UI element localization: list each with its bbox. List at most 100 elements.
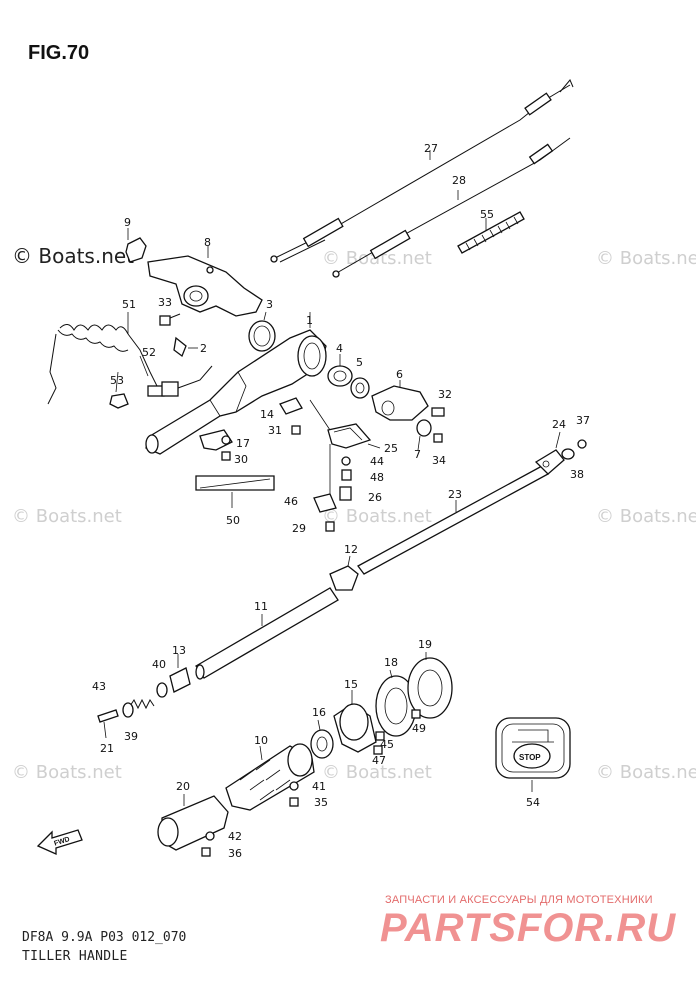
ring-3[interactable]	[248, 311, 276, 352]
callout-46: 46	[284, 495, 298, 508]
callout-27: 27	[424, 142, 438, 155]
grip-20[interactable]	[157, 794, 229, 851]
plate-12[interactable]	[329, 555, 359, 591]
callout-32: 32	[438, 388, 452, 401]
plate-14[interactable]	[279, 397, 303, 415]
callout-20: 20	[176, 780, 190, 793]
callout-12: 12	[344, 543, 358, 556]
callout-42: 42	[228, 830, 242, 843]
callout-38: 38	[570, 468, 584, 481]
washer-38[interactable]	[561, 448, 575, 460]
nut-42[interactable]	[205, 831, 215, 841]
bolt-33[interactable]	[159, 313, 181, 326]
screw-29[interactable]	[325, 521, 335, 532]
screw-35[interactable]	[289, 797, 299, 807]
leader-line	[309, 399, 331, 500]
callout-39: 39	[124, 730, 138, 743]
screw-36[interactable]	[201, 847, 211, 857]
fwd-text: FWD	[53, 836, 70, 848]
screw-31[interactable]	[291, 425, 301, 435]
screw-47[interactable]	[373, 745, 383, 755]
nut-44[interactable]	[341, 456, 351, 466]
screw-30[interactable]	[221, 451, 231, 461]
shaft-23[interactable]	[357, 465, 549, 575]
callout-13: 13	[172, 644, 186, 657]
callout-51: 51	[122, 298, 136, 311]
screw-48[interactable]	[341, 469, 352, 481]
clip-9[interactable]	[125, 228, 147, 263]
switch-17[interactable]	[199, 429, 233, 451]
callout-25: 25	[384, 442, 398, 455]
shaft-11[interactable]	[195, 587, 339, 680]
callout-17: 17	[236, 437, 250, 450]
collar-16[interactable]	[310, 719, 334, 759]
cap-15[interactable]	[333, 690, 377, 753]
bolt-32[interactable]	[431, 407, 445, 417]
plate-18[interactable]	[375, 669, 417, 737]
watermark: © Boats.net	[322, 248, 432, 269]
key-2[interactable]	[173, 336, 198, 358]
callout-5: 5	[356, 356, 363, 369]
callout-4: 4	[336, 342, 343, 355]
callout-26: 26	[368, 491, 382, 504]
throttle-grip-10[interactable]	[225, 743, 315, 811]
callout-37: 37	[576, 414, 590, 427]
washer-7[interactable]	[416, 419, 432, 451]
callout-19: 19	[418, 638, 432, 651]
plate-19[interactable]	[407, 652, 453, 719]
screw-49[interactable]	[411, 709, 421, 719]
throttle-cable-27[interactable]	[270, 79, 574, 263]
callout-48: 48	[370, 471, 384, 484]
washer-39[interactable]	[122, 702, 134, 718]
callout-52: 52	[142, 346, 156, 359]
nut-41[interactable]	[289, 781, 299, 791]
watermark: © Boats.net	[596, 506, 696, 527]
bolt-26[interactable]	[339, 486, 352, 501]
screw-34[interactable]	[433, 433, 443, 443]
watermark: © Boats.net	[12, 762, 122, 783]
watermark: © Boats.net	[596, 762, 696, 783]
screw-45[interactable]	[375, 731, 385, 741]
nut-37[interactable]	[577, 439, 587, 449]
pin-21[interactable]	[97, 709, 119, 739]
callout-41: 41	[312, 780, 326, 793]
callout-23: 23	[448, 488, 462, 501]
plate-24[interactable]	[534, 431, 565, 475]
bracket-46[interactable]	[313, 493, 337, 513]
figure-title: FIG.70	[28, 42, 90, 64]
collar-13[interactable]	[169, 654, 191, 693]
label-50[interactable]	[195, 475, 275, 508]
stop-lanyard-51[interactable]	[47, 312, 213, 409]
throttle-cable-28[interactable]	[332, 137, 571, 278]
spring-43[interactable]	[129, 698, 155, 710]
callout-21: 21	[100, 742, 114, 755]
callout-11: 11	[254, 600, 268, 613]
forward-arrow-icon	[36, 829, 83, 856]
bracket-8[interactable]	[147, 246, 263, 317]
callout-18: 18	[384, 656, 398, 669]
watermark: © Boats.net	[322, 506, 432, 527]
callout-40: 40	[152, 658, 166, 671]
brand-logo: PARTSFOR.RU	[380, 906, 677, 950]
callout-14: 14	[260, 408, 274, 421]
brand-tagline: ЗАПЧАСТИ И АКСЕССУАРЫ ДЛЯ МОТОТЕХНИКИ	[385, 894, 653, 906]
callout-6: 6	[396, 368, 403, 381]
callouts: 27 28 55 9 8 33 51 3 1 2 52 4 5 53 6 32 …	[53, 142, 590, 860]
watermark: © Boats.net	[12, 506, 122, 527]
callout-31: 31	[268, 424, 282, 437]
washer-40[interactable]	[156, 682, 168, 698]
callout-43: 43	[92, 680, 106, 693]
collar-5[interactable]	[350, 377, 370, 399]
stop-label-54[interactable]	[495, 717, 571, 792]
callout-15: 15	[344, 678, 358, 691]
callout-54: 54	[526, 796, 540, 809]
washer-4[interactable]	[327, 354, 353, 387]
callout-50: 50	[226, 514, 240, 527]
bracket-25[interactable]	[327, 423, 381, 449]
callout-2: 2	[200, 342, 207, 355]
tiller-handle-1[interactable]	[145, 312, 327, 455]
holder-6[interactable]	[371, 380, 429, 421]
model-code: DF8A 9.9A P03 012_070	[22, 930, 187, 945]
spiral-band-55[interactable]	[457, 211, 525, 254]
